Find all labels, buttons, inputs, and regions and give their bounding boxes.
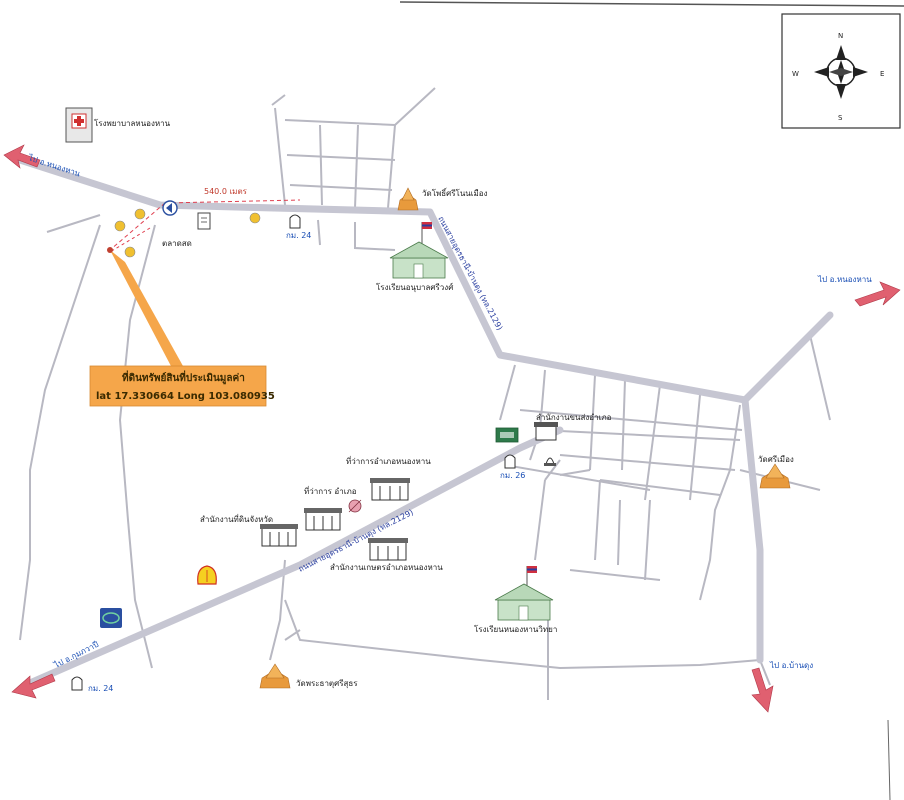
distance-measure: 540.0 เมตร bbox=[109, 187, 301, 253]
compass-e: E bbox=[880, 70, 884, 78]
compass-w: W bbox=[792, 70, 799, 78]
km-marker-label: กม. 24 bbox=[88, 684, 113, 693]
arrow-southwest bbox=[11, 673, 56, 699]
bank-logo-icon bbox=[100, 608, 122, 628]
scan-border-top bbox=[399, 1, 904, 7]
temple-icon bbox=[259, 663, 291, 689]
minor-roads bbox=[19, 87, 831, 700]
route-marker bbox=[124, 246, 136, 258]
school-icon bbox=[494, 566, 554, 621]
callout-pointer bbox=[110, 250, 183, 368]
km-marker-icon bbox=[71, 676, 83, 691]
direction-arrows bbox=[3, 144, 901, 713]
road-label-north: ถนนสายอุดรธานี-บ้านดุง (ทล.2129) bbox=[436, 215, 504, 332]
label-market: ตลาดสด bbox=[162, 239, 192, 248]
label-district-office: ที่ว่าการอำเภอหนองหาน bbox=[346, 455, 431, 466]
government-building-icon bbox=[260, 524, 298, 547]
hospital-icon bbox=[65, 107, 93, 143]
property-point-icon bbox=[107, 247, 113, 253]
compass-s: S bbox=[838, 114, 843, 122]
distance-label: 540.0 เมตร bbox=[204, 187, 248, 196]
shrine-icon bbox=[348, 499, 362, 513]
label-temple-south: วัดพระธาตุศรีสุธร bbox=[296, 679, 358, 688]
label-school-south: โรงเรียนหนองหานวิทยา bbox=[474, 624, 557, 634]
temple-icon bbox=[397, 187, 419, 211]
arrow-southeast bbox=[751, 667, 774, 713]
compass-n: N bbox=[838, 32, 843, 40]
property-callout-box bbox=[89, 365, 267, 407]
office-icon bbox=[197, 212, 211, 230]
label-temple-north: วัดโพธิ์ศรีโนนเมือง bbox=[422, 187, 488, 198]
route-markers bbox=[114, 208, 261, 258]
compass-rose: N S E W bbox=[781, 13, 901, 129]
scan-border-right bbox=[887, 719, 891, 800]
government-building-icon bbox=[534, 422, 558, 441]
arrow-east bbox=[854, 281, 901, 307]
bank-icon bbox=[495, 427, 519, 443]
direction-label-east: ไป อ.หนองหาน bbox=[817, 275, 872, 284]
km-marker-label: กม. 26 bbox=[500, 471, 525, 480]
temple-icon bbox=[759, 463, 791, 489]
route-marker bbox=[114, 220, 126, 232]
bell-icon bbox=[544, 457, 556, 466]
school-icon bbox=[389, 222, 449, 279]
arrow-northwest bbox=[3, 144, 41, 169]
main-roads bbox=[16, 156, 834, 687]
label-agri-office: สำนักงานเกษตรอำเภอหนองหาน bbox=[330, 563, 443, 572]
government-building-icon bbox=[368, 538, 408, 561]
km-marker-label: กม. 24 bbox=[286, 231, 311, 240]
label-temple-east: วัดศรีเมือง bbox=[758, 455, 794, 464]
km-marker-icon bbox=[289, 214, 301, 229]
route-marker bbox=[134, 208, 146, 220]
direction-label-southeast: ไป อ.บ้านดุง bbox=[769, 661, 813, 670]
route-marker bbox=[249, 212, 261, 224]
government-building-icon bbox=[304, 508, 342, 531]
callout-title: ที่ดินทรัพย์สินที่ประเมินมูลค่า bbox=[122, 370, 245, 385]
label-police-office: ที่ว่าการ อำเภอ bbox=[304, 485, 357, 496]
km-marker-icon bbox=[504, 454, 516, 469]
label-district-court: สำนักงานขนส่งอำเภอ bbox=[536, 413, 612, 422]
callout-coords: lat 17.330664 Long 103.080935 bbox=[96, 391, 275, 402]
label-land-office: สำนักงานที่ดินจังหวัด bbox=[200, 513, 273, 524]
gas-station-icon bbox=[197, 565, 217, 585]
government-building-icon bbox=[370, 478, 410, 501]
junction-marker-icon bbox=[162, 200, 178, 216]
label-school-north: โรงเรียนอนุบาลศรีวงศ์ bbox=[376, 282, 453, 292]
label-hospital: โรงพยาบาลหนองหาน bbox=[94, 118, 171, 128]
